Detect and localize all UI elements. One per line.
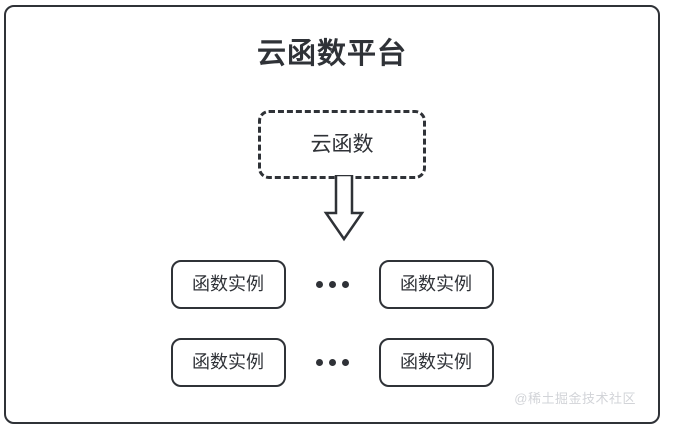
ellipsis-dots-icon — [315, 358, 349, 366]
ellipsis-indicator — [286, 358, 379, 366]
cloud-function-label: 云函数 — [310, 132, 374, 156]
cloud-function-platform-frame: 云函数平台 云函数 函数实例 函数实例 函数实例 — [4, 5, 660, 424]
ellipsis-dot — [328, 358, 336, 366]
function-instance-box[interactable]: 函数实例 — [378, 337, 494, 387]
function-instance-row-1: 函数实例 函数实例 — [6, 259, 658, 309]
function-instance-box[interactable]: 函数实例 — [378, 259, 494, 309]
cloud-function-node[interactable]: 云函数 — [258, 110, 426, 179]
function-instance-label: 函数实例 — [400, 274, 472, 294]
ellipsis-dot — [315, 280, 323, 288]
ellipsis-dot — [341, 280, 349, 288]
function-instance-row-2: 函数实例 函数实例 — [6, 337, 658, 387]
ellipsis-dot — [315, 358, 323, 366]
down-block-arrow-icon — [322, 173, 366, 243]
function-instance-box[interactable]: 函数实例 — [170, 337, 286, 387]
ellipsis-dot — [328, 280, 336, 288]
down-block-arrow-svg — [323, 173, 365, 242]
ellipsis-indicator — [286, 280, 379, 288]
function-instance-box[interactable]: 函数实例 — [170, 259, 286, 309]
function-instance-label: 函数实例 — [192, 274, 264, 294]
page-title: 云函数平台 — [256, 38, 407, 70]
function-instance-label: 函数实例 — [400, 352, 472, 372]
ellipsis-dots-icon — [315, 280, 349, 288]
ellipsis-dot — [341, 358, 349, 366]
watermark-text: @稀土掘金技术社区 — [514, 391, 636, 406]
function-instance-label: 函数实例 — [192, 352, 264, 372]
